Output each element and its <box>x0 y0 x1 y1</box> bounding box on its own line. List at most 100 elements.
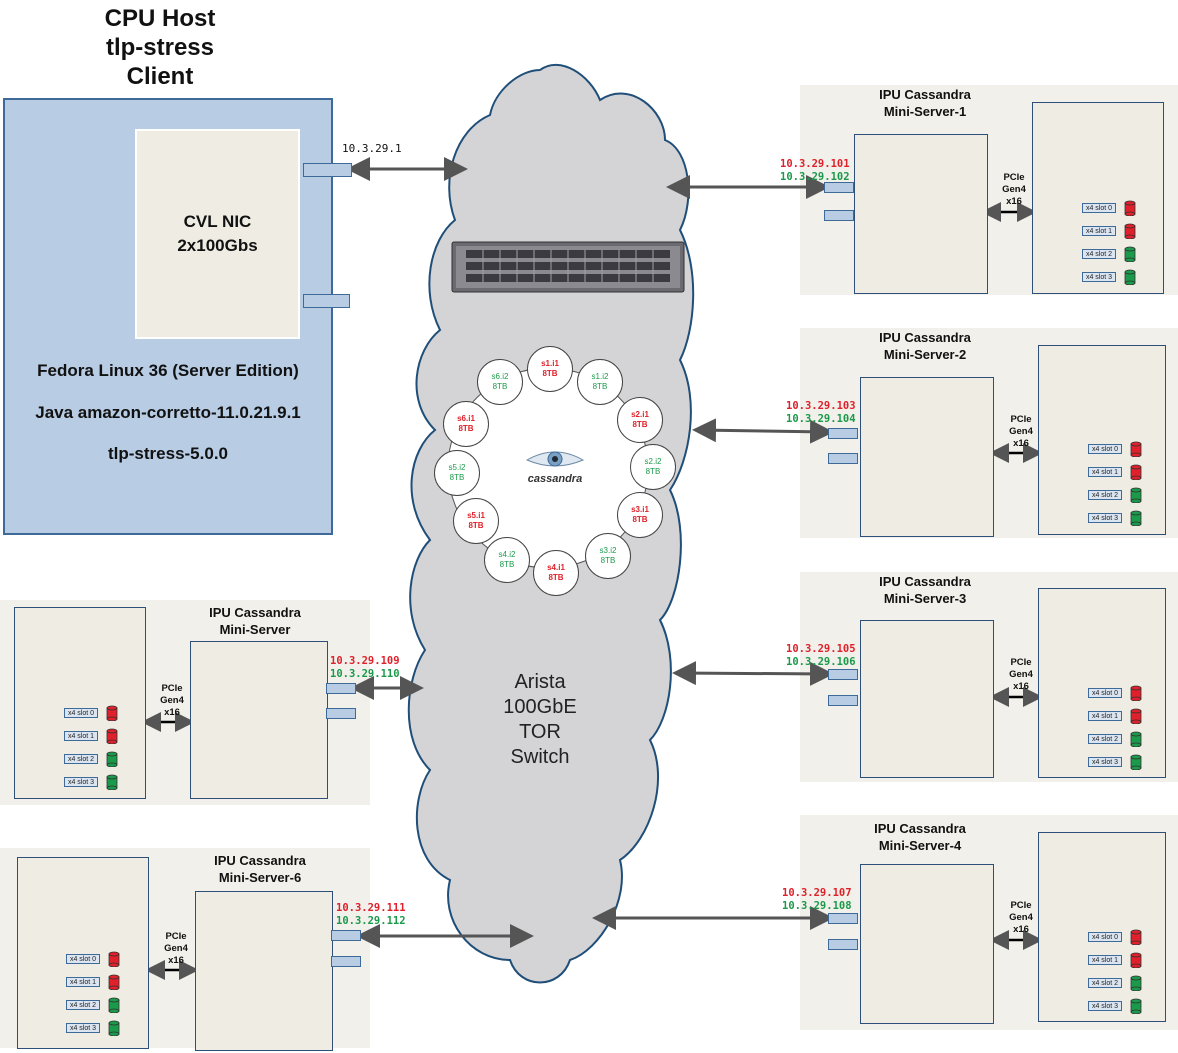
s3-port-1 <box>828 669 858 680</box>
s2-pcie-line: Gen4 <box>1003 426 1039 438</box>
s5-port-2 <box>326 708 356 719</box>
s3-slot-label: x4 slot 1 <box>1088 711 1122 721</box>
ring-node-id: s6.i2 <box>492 372 509 382</box>
host-os: Fedora Linux 36 (Server Edition) <box>3 361 333 381</box>
s4-ip-green: 10.3.29.108 <box>782 900 852 913</box>
switch-label-line-3: TOR <box>470 720 610 745</box>
s5-ip-red: 10.3.29.109 <box>330 655 400 668</box>
s1-slot-label: x4 slot 1 <box>1082 226 1116 236</box>
s3-slot-row: x4 slot 0 <box>1088 681 1142 704</box>
s2-slot-list: x4 slot 0 x4 slot 1 x4 slot 2 x4 slot 3 <box>1088 437 1142 529</box>
nic-port-1 <box>303 163 352 177</box>
s3-ip-green: 10.3.29.106 <box>786 656 856 669</box>
s4-port-2 <box>828 939 858 950</box>
s5-ip-green: 10.3.29.110 <box>330 668 400 681</box>
s4-title: IPU CassandraMini-Server-4 <box>850 820 990 854</box>
drive-icon <box>1130 510 1142 526</box>
s3-pcie-line: PCIe <box>1003 657 1039 669</box>
s3-port-2 <box>828 695 858 706</box>
s3-pcie-line: Gen4 <box>1003 669 1039 681</box>
s5-slot-label: x4 slot 2 <box>64 754 98 764</box>
s5-title-line-1: IPU Cassandra <box>185 604 325 621</box>
ring-node-id: s3.i1 <box>631 505 649 515</box>
s4-ip-red: 10.3.29.107 <box>782 887 852 900</box>
ring-node-id: s4.i2 <box>499 550 516 560</box>
s1-slot-row: x4 slot 1 <box>1082 219 1136 242</box>
s3-mini-server-box <box>860 620 994 778</box>
s4-pcie-label: PCIeGen4x16 <box>1003 900 1039 936</box>
s1-pcie-line: x16 <box>996 196 1032 208</box>
s1-title-line-1: IPU Cassandra <box>855 86 995 103</box>
s5-slot-label: x4 slot 3 <box>64 777 98 787</box>
s1-slot-row: x4 slot 0 <box>1082 196 1136 219</box>
s6-ip-block: 10.3.29.11110.3.29.112 <box>336 902 406 928</box>
ring-node: s2.i18TB <box>617 397 663 443</box>
drive-icon <box>106 751 118 767</box>
ring-node: s1.i18TB <box>527 346 573 392</box>
s6-title-line-2: Mini-Server-6 <box>190 869 330 886</box>
s4-slot-label: x4 slot 0 <box>1088 932 1122 942</box>
s4-slot-row: x4 slot 1 <box>1088 948 1142 971</box>
switch-hardware-image <box>452 242 684 292</box>
s2-slot-label: x4 slot 0 <box>1088 444 1122 454</box>
s6-pcie-line: Gen4 <box>158 943 194 955</box>
drive-icon <box>1130 929 1142 945</box>
s4-slot-list: x4 slot 0x4 slot 1x4 slot 2x4 slot 3 <box>1088 925 1142 1017</box>
s2-slot-row: x4 slot 2 <box>1088 483 1142 506</box>
s6-slot-label: x4 slot 1 <box>66 977 100 987</box>
drive-icon <box>1130 952 1142 968</box>
s1-pcie-line: Gen4 <box>996 184 1032 196</box>
s2-slot-label: x4 slot 3 <box>1088 513 1122 523</box>
host-title-line-1: CPU Host <box>60 4 260 33</box>
s5-slot-row: x4 slot 3 <box>64 770 118 793</box>
s1-slot-row: x4 slot 3 <box>1082 265 1136 288</box>
s2-pcie-line: PCIe <box>1003 414 1039 426</box>
s5-title: IPU CassandraMini-Server <box>185 604 325 638</box>
host-title: CPU Host tlp-stress Client <box>60 4 260 91</box>
ring-node-id: s2.i2 <box>645 457 662 467</box>
drive-icon <box>1130 685 1142 701</box>
cassandra-eye-icon <box>525 446 585 472</box>
s2-port-1 <box>828 428 858 439</box>
ring-node-capacity: 8TB <box>632 420 647 430</box>
s6-port-2 <box>331 956 361 967</box>
drive-icon <box>1130 998 1142 1014</box>
ring-node-capacity: 8TB <box>593 382 608 392</box>
ring-node-id: s3.i2 <box>600 546 617 556</box>
s6-port-1 <box>331 930 361 941</box>
s5-slot-row: x4 slot 0 <box>64 701 118 724</box>
ring-node-id: s1.i2 <box>592 372 609 382</box>
s1-pcie-line: PCIe <box>996 172 1032 184</box>
drive-icon <box>1130 975 1142 991</box>
cassandra-logo-text: cassandra <box>520 473 590 485</box>
s4-slot-label: x4 slot 3 <box>1088 1001 1122 1011</box>
s5-mini-server-box <box>190 641 328 799</box>
s4-title-line-2: Mini-Server-4 <box>850 837 990 854</box>
s6-slot-row: x4 slot 0 <box>66 947 120 970</box>
drive-icon <box>108 974 120 990</box>
ring-node-capacity: 8TB <box>632 515 647 525</box>
host-java: Java amazon-corretto-11.0.21.9.1 <box>3 403 333 423</box>
s1-slot-label: x4 slot 3 <box>1082 272 1116 282</box>
nic-label-2: 2x100Gbs <box>177 234 257 258</box>
ring-node-capacity: 8TB <box>500 560 515 570</box>
s4-slot-row: x4 slot 0 <box>1088 925 1142 948</box>
s1-mini-server-box <box>854 134 988 294</box>
ring-node-id: s6.i1 <box>457 414 475 424</box>
ring-node: s6.i18TB <box>443 401 489 447</box>
drive-icon <box>106 774 118 790</box>
s2-slot-row: x4 slot 1 <box>1088 460 1142 483</box>
s2-slot-label: x4 slot 1 <box>1088 467 1122 477</box>
s5-slot-row: x4 slot 2 <box>64 747 118 770</box>
ring-node-capacity: 8TB <box>458 424 473 434</box>
drive-icon <box>1124 223 1136 239</box>
s3-pcie-line: x16 <box>1003 681 1039 693</box>
